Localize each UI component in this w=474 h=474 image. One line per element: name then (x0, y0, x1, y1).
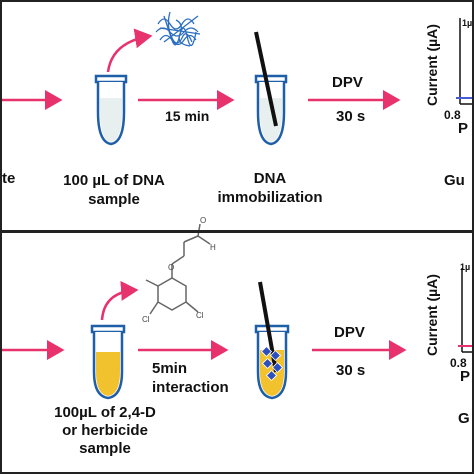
svg-text:Cl: Cl (142, 315, 150, 324)
bottom-interaction-line2: interaction (152, 379, 229, 396)
bottom-interaction-line1: 5min (152, 360, 188, 377)
bottom-current-axis-label: Current (µA) (424, 274, 440, 356)
top-immobilization-line1: DNA (253, 170, 287, 187)
top-current-axis-label: Current (µA) (424, 24, 440, 106)
bottom-sample-label-line1: 100µL of 2,4-D (54, 404, 156, 421)
dna-coil-icon (155, 11, 201, 47)
top-technique-label: DPV (332, 74, 363, 91)
svg-text:Cl: Cl (196, 311, 204, 320)
svg-text:O: O (200, 216, 206, 225)
svg-text:H: H (210, 243, 216, 252)
bottom-interaction-label: 5min interaction (152, 359, 229, 397)
top-duration-label: 30 s (336, 108, 366, 125)
top-dna-tube (94, 74, 128, 146)
bottom-curved-arrow (100, 280, 139, 321)
bottom-sample-label-line3: sample (79, 440, 131, 457)
top-sample-label-line2: sample (88, 191, 140, 208)
bottom-signal-label: G (458, 410, 470, 427)
top-immobilization-tube (254, 74, 288, 146)
top-voltammogram (456, 18, 474, 105)
top-x-axis-label: P (458, 120, 469, 137)
row-divider (0, 230, 474, 233)
bottom-x-axis-label: P (460, 368, 471, 385)
top-curved-arrow (106, 28, 153, 73)
bottom-sample-label-line2: or herbicide (62, 422, 148, 439)
bottom-x-tick: 0.8 (450, 356, 467, 370)
top-sample-label-line1: 100 µL of DNA (63, 172, 165, 189)
molecule-2-4-d-icon (145, 223, 211, 315)
top-scale-bar-label: 1µ (462, 18, 473, 28)
top-sample-label: 100 µL of DNA sample (58, 171, 170, 209)
top-x-tick: 0.8 (444, 108, 461, 122)
top-electrode (254, 31, 278, 127)
top-left-label: te (2, 170, 16, 187)
bottom-herbicide-tube (90, 324, 126, 400)
top-incubation-time: 15 min (165, 108, 210, 124)
bottom-sample-label: 100µL of 2,4-D or herbicide sample (40, 404, 170, 458)
top-immobilization-line2: immobilization (217, 189, 323, 206)
bottom-duration-label: 30 s (336, 362, 366, 379)
top-immobilization-label: DNA immobilization (206, 169, 334, 207)
top-signal-label: Gu (444, 172, 465, 189)
bottom-technique-label: DPV (334, 324, 365, 341)
molecule-atom-labels: O O H Cl Cl (142, 216, 216, 324)
bottom-scale-bar-label: 1µ (460, 262, 471, 272)
svg-text:O: O (168, 263, 174, 272)
dna-herbicide-complex-icon (260, 345, 284, 382)
